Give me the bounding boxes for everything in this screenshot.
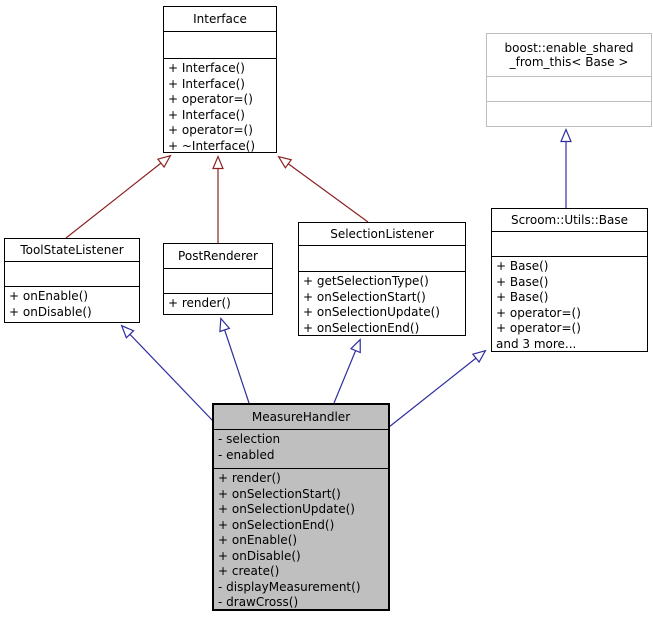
- class-title[interactable]: PostRenderer: [164, 244, 272, 269]
- member: + render(): [218, 471, 281, 485]
- member: + onSelectionEnd(): [218, 517, 335, 532]
- class-methods: + getSelectionType()+ onSelectionStart()…: [299, 272, 465, 336]
- member: + ~Interface(): [168, 138, 256, 153]
- class-methods: + Interface()+ Interface()+ operator=()+…: [164, 59, 276, 154]
- class-title[interactable]: Interface: [164, 7, 276, 32]
- edge-measurehandler-to-scroomutilsbase: [388, 349, 487, 428]
- class-title[interactable]: ToolStateListener: [5, 239, 139, 262]
- member: - drawCross(): [218, 595, 299, 609]
- member: - enabled: [218, 447, 275, 462]
- member: + onSelectionUpdate(): [218, 502, 355, 516]
- member: + onDisable(): [218, 548, 301, 563]
- class-box-measurehandler[interactable]: MeasureHandler - selection- enabled + re…: [212, 403, 390, 611]
- edge-selectionlistener-to-interface: [277, 155, 369, 223]
- class-box-boost-enable-shared-from-this[interactable]: boost::enable_shared _from_this< Base >: [486, 33, 652, 127]
- class-attributes: [164, 269, 272, 294]
- edge-measurehandler-to-toolstatelistener: [120, 324, 214, 422]
- class-title[interactable]: Scroom::Utils::Base: [492, 209, 647, 232]
- member: + Interface(): [168, 61, 245, 75]
- class-attributes: [164, 32, 276, 59]
- member: - displayMeasurement(): [218, 579, 361, 594]
- edge-measurehandler-to-selectionlistener: [333, 338, 361, 404]
- member: + operator=(): [168, 123, 253, 137]
- member: + onDisable(): [9, 304, 92, 319]
- class-attributes: [299, 246, 465, 272]
- edge-measurehandler-to-postrenderer: [219, 317, 250, 404]
- class-methods: + Base()+ Base()+ Base()+ operator=()+ o…: [492, 257, 647, 352]
- class-attributes: [492, 232, 647, 257]
- member: + Interface(): [168, 76, 245, 91]
- member: + Base(): [496, 274, 549, 289]
- class-box-scroom-utils-base[interactable]: Scroom::Utils::Base + Base()+ Base()+ Ba…: [491, 208, 648, 352]
- member: + onEnable(): [9, 289, 89, 303]
- member: + operator=(): [496, 321, 581, 335]
- class-methods: + render(): [164, 294, 272, 314]
- member: + Interface(): [168, 107, 245, 122]
- member: + onSelectionEnd(): [303, 320, 420, 335]
- member: + render(): [168, 296, 231, 310]
- member: - selection: [218, 432, 281, 446]
- class-methods: [487, 102, 651, 126]
- class-title[interactable]: boost::enable_shared _from_this< Base >: [487, 34, 651, 77]
- class-attributes: [487, 77, 651, 102]
- class-title[interactable]: MeasureHandler: [214, 405, 388, 430]
- edge-toolstatelistener-to-interface: [65, 154, 172, 239]
- class-title[interactable]: SelectionListener: [299, 223, 465, 246]
- class-box-interface[interactable]: Interface + Interface()+ Interface()+ op…: [163, 6, 277, 153]
- member: + getSelectionType(): [303, 274, 429, 288]
- member: and 3 more...: [496, 336, 577, 351]
- class-methods: + render()+ onSelectionStart()+ onSelect…: [214, 469, 388, 611]
- class-attributes: - selection- enabled: [214, 430, 388, 469]
- member: + Base(): [496, 290, 549, 304]
- member: + onEnable(): [218, 533, 298, 547]
- class-attributes: [5, 262, 139, 287]
- class-box-postrenderer[interactable]: PostRenderer + render(): [163, 243, 273, 315]
- class-box-selectionlistener[interactable]: SelectionListener + getSelectionType()+ …: [298, 222, 466, 336]
- member: + operator=(): [168, 92, 253, 106]
- member: + operator=(): [496, 305, 581, 320]
- member: + onSelectionUpdate(): [303, 305, 440, 319]
- member: + onSelectionStart(): [303, 289, 426, 304]
- class-methods: + onEnable()+ onDisable(): [5, 287, 139, 322]
- class-box-toolstatelistener[interactable]: ToolStateListener + onEnable()+ onDisabl…: [4, 238, 140, 323]
- member: + Base(): [496, 259, 549, 273]
- member: + create(): [218, 564, 280, 578]
- member: + onSelectionStart(): [218, 486, 341, 501]
